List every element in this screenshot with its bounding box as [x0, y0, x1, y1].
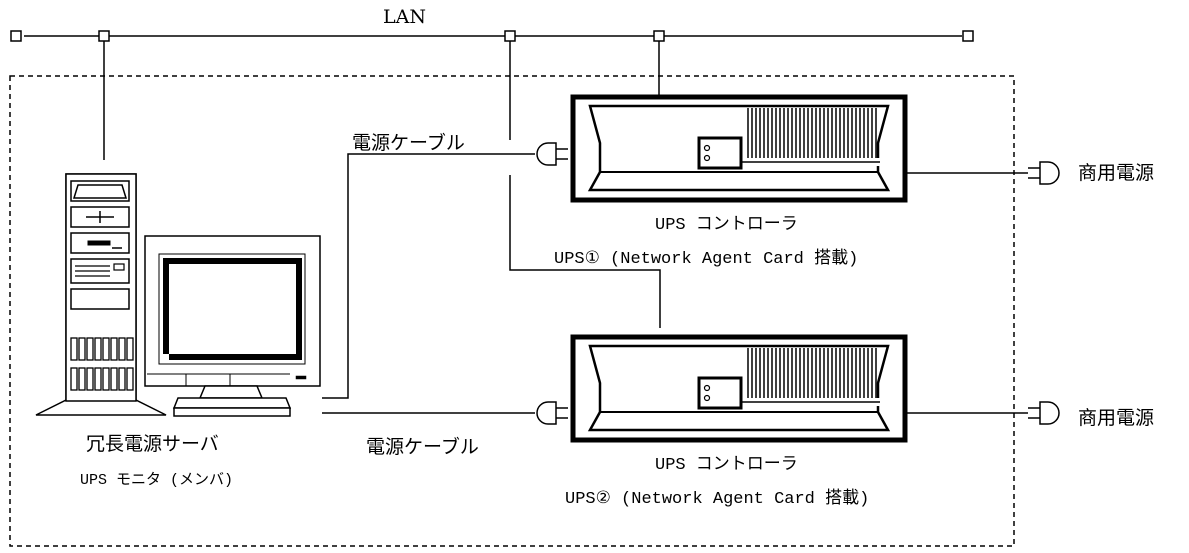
commercial-power-label-top: 商用電源 [1078, 158, 1154, 185]
ups2-device-icon [573, 337, 905, 440]
lan-node-left-end [11, 31, 21, 41]
lan-node-server [99, 31, 109, 41]
lan-node-ups2 [505, 31, 515, 41]
server-subtitle: UPS モニタ (メンバ) [80, 468, 233, 489]
commercial-power-label-bottom: 商用電源 [1078, 403, 1154, 430]
lan-label: LAN [383, 6, 426, 28]
power-cable-label-bottom: 電源ケーブル [366, 432, 479, 459]
commercial-power-cables [905, 173, 1028, 413]
plug-icon [537, 402, 568, 424]
plug-icon [1028, 402, 1059, 424]
ups1-device-icon [573, 97, 905, 200]
ups2-title: UPS コントローラ [655, 449, 798, 475]
ups2-subtitle: UPS② (Network Agent Card 搭載) [565, 483, 869, 509]
ups1-subtitle: UPS① (Network Agent Card 搭載) [554, 243, 858, 269]
lan-node-right-end [963, 31, 973, 41]
monitor-icon [145, 236, 320, 416]
plug-icon [1028, 162, 1059, 184]
plug-icon [537, 143, 568, 165]
lan-node-ups1 [654, 31, 664, 41]
power-cable-label-top: 電源ケーブル [352, 128, 465, 155]
server-title: 冗長電源サーバ [86, 429, 219, 456]
ups1-title: UPS コントローラ [655, 209, 798, 235]
